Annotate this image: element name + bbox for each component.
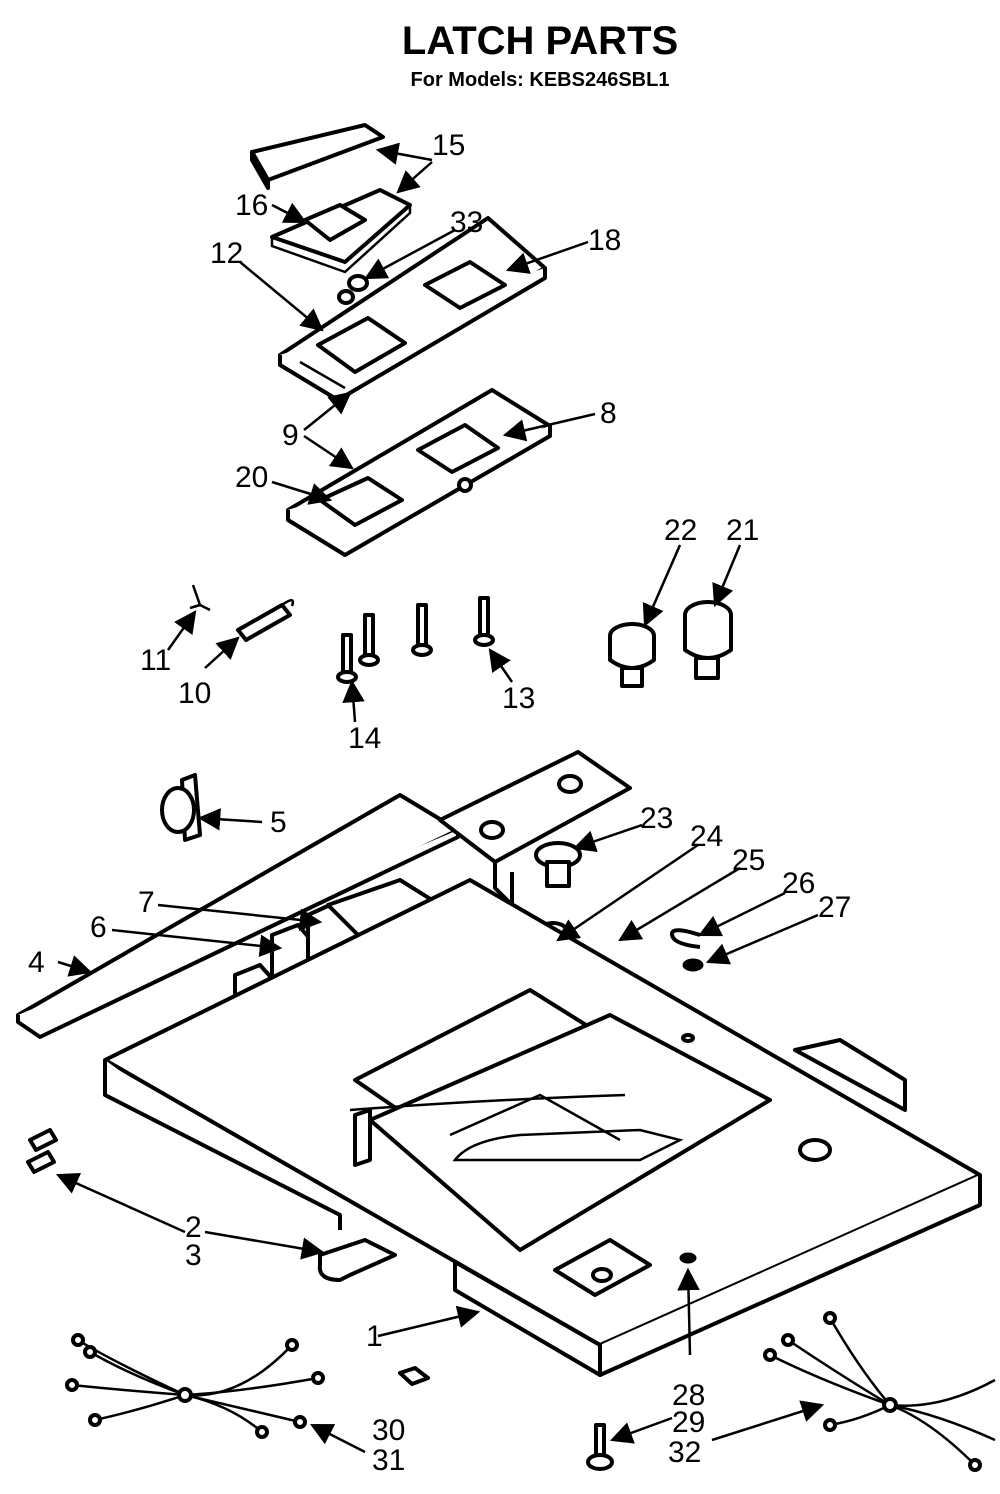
- callout-12: 12: [210, 237, 243, 270]
- page-title: LATCH PARTS: [402, 19, 678, 63]
- callout-30: 30: [372, 1414, 405, 1447]
- part-31-wiring-harness: [65, 1333, 325, 1439]
- part-32-wiring-harness: [763, 1311, 996, 1472]
- callout-4: 4: [28, 946, 45, 979]
- callout-1: 1: [366, 1320, 383, 1353]
- callout-14: 14: [348, 722, 381, 755]
- callout-27: 27: [818, 891, 851, 924]
- part-26-e-ring: [670, 928, 701, 949]
- callout-13: 13: [502, 682, 535, 715]
- model-subtitle: For Models: KEBS246SBL1: [411, 69, 670, 91]
- callout-7: 7: [138, 886, 155, 919]
- callout-33: 33: [450, 206, 483, 239]
- callout-3: 3: [185, 1239, 202, 1272]
- callout-2: 2: [185, 1211, 202, 1244]
- part-16-switch-cover: [270, 188, 412, 274]
- callout-21: 21: [726, 514, 759, 547]
- part-10-spring: [236, 599, 295, 642]
- part-9-lower-switch-board: [286, 388, 552, 557]
- callout-5: 5: [270, 806, 287, 839]
- callout-29: 29: [672, 1406, 705, 1439]
- callout-9: 9: [282, 419, 299, 452]
- part-3-screws: [26, 1128, 58, 1174]
- part-11-spring-clip: [189, 584, 211, 612]
- callout-6: 6: [90, 911, 107, 944]
- callout-26: 26: [782, 867, 815, 900]
- callout-10: 10: [178, 677, 211, 710]
- callout-8: 8: [600, 397, 617, 430]
- callout-18: 18: [588, 224, 621, 257]
- part-29-screw: [586, 1423, 614, 1471]
- callout-28: 28: [672, 1379, 705, 1412]
- callout-11: 11: [140, 644, 171, 677]
- part-21-button: [683, 600, 733, 680]
- part-28-nut: [679, 1252, 697, 1264]
- part-14-screws: [336, 613, 380, 684]
- part-22-button: [608, 622, 656, 688]
- callout-25: 25: [732, 844, 765, 877]
- part-15-cover-pad: [250, 123, 385, 190]
- callout-32: 32: [668, 1436, 701, 1469]
- part-5-clip: [160, 773, 202, 842]
- callout-22: 22: [664, 514, 697, 547]
- part-1-base-plate: [103, 878, 982, 1377]
- part-13-screws: [411, 596, 495, 657]
- callout-23: 23: [640, 802, 673, 835]
- callout-20: 20: [235, 461, 268, 494]
- callout-16: 16: [235, 189, 268, 222]
- part-30-connector: [398, 1366, 430, 1386]
- part-23-25-bracket: [438, 750, 632, 907]
- callout-15: 15: [432, 129, 465, 162]
- part-33-nut: [337, 274, 369, 305]
- callout-24: 24: [690, 820, 723, 853]
- part-27-washer: [682, 958, 704, 972]
- callout-31: 31: [372, 1444, 405, 1477]
- part-12-upper-switch-board: [278, 216, 547, 402]
- part-23-stud: [534, 841, 582, 888]
- callout-labels: 15 16 33 12 18 9 8 20 22 21 11 10 14 13 …: [28, 129, 851, 1477]
- part-2-latch-hook: [317, 1238, 397, 1282]
- leader-lines: [55, 142, 825, 1454]
